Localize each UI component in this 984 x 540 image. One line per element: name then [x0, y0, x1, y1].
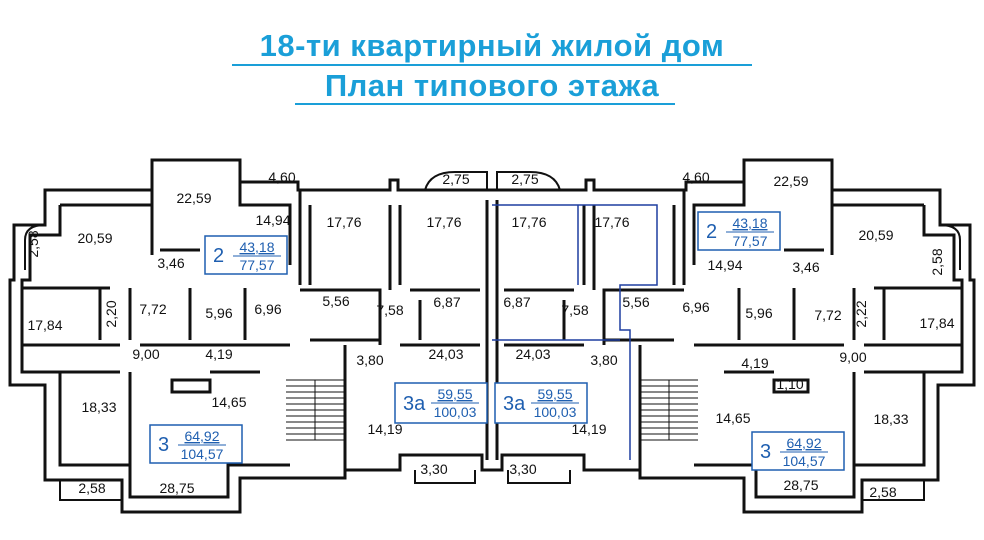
room-area-label: 6,96 [682, 299, 709, 315]
apartment-label: 2 43,18 77,57 [204, 235, 288, 275]
room-area-label: 2,58 [25, 230, 41, 257]
title-underline-2 [295, 103, 675, 105]
room-area-label: 17,76 [426, 214, 461, 230]
room-area-label: 22,59 [773, 173, 808, 189]
apartment-label: 2 43,18 77,57 [697, 211, 781, 251]
balconies [24, 171, 961, 501]
room-area-label: 5,56 [322, 293, 349, 309]
room-area-label: 7,58 [561, 302, 588, 318]
room-area-label: 4,60 [682, 169, 709, 185]
room-area-label: 3,46 [157, 255, 184, 271]
room-area-label: 6,87 [503, 294, 530, 310]
apartment-type: 3а [403, 393, 426, 415]
room-area-label: 9,00 [132, 346, 159, 362]
room-area-label: 28,75 [783, 477, 818, 493]
stairs [286, 379, 698, 441]
room-area-label: 17,76 [594, 214, 629, 230]
apartment-living-area: 59,55 [537, 386, 572, 402]
room-area-label: 17,76 [511, 214, 546, 230]
apartment-type: 2 [213, 245, 224, 267]
apartment-living-area: 64,92 [786, 435, 821, 451]
room-area-label: 20,59 [858, 227, 893, 243]
apartment-total-area: 104,57 [783, 453, 826, 469]
room-area-label: 14,94 [255, 212, 290, 228]
room-area-label: 3,46 [792, 259, 819, 275]
room-area-label: 14,65 [211, 394, 246, 410]
room-area-label: 3,30 [509, 461, 536, 477]
room-area-label: 2,58 [78, 480, 105, 496]
apartment-total-area: 100,03 [434, 404, 477, 420]
apartment-label: 3а 59,55 100,03 [494, 382, 588, 424]
room-area-label: 3,80 [356, 352, 383, 368]
room-area-label: 18,33 [873, 411, 908, 427]
room-area-label: 7,72 [139, 301, 166, 317]
room-area-label: 24,03 [515, 346, 550, 362]
room-area-label: 9,00 [839, 349, 866, 365]
room-area-label: 20,59 [77, 230, 112, 246]
highlighted-unit-outline [492, 204, 658, 460]
room-area-label: 1,10 [776, 376, 803, 392]
room-area-label: 4,19 [741, 355, 768, 371]
apartment-type: 3а [503, 393, 526, 415]
room-area-label: 5,56 [622, 294, 649, 310]
apartment-living-area: 64,92 [184, 428, 219, 444]
room-area-label: 7,58 [376, 302, 403, 318]
room-area-label: 5,96 [745, 305, 772, 321]
room-area-label: 22,59 [176, 190, 211, 206]
apartment-living-area: 59,55 [437, 386, 472, 402]
room-area-label: 4,19 [205, 346, 232, 362]
apartment-label: 3 64,92 104,57 [149, 424, 243, 464]
room-area-label: 2,22 [853, 300, 869, 327]
room-area-label: 14,19 [571, 421, 606, 437]
apartment-living-area: 43,18 [732, 215, 767, 231]
walls [8, 158, 976, 514]
apartment-living-area: 43,18 [239, 239, 274, 255]
room-area-label: 2,75 [442, 171, 469, 187]
room-area-label: 3,30 [420, 461, 447, 477]
room-area-label: 4,60 [268, 169, 295, 185]
apartment-type: 3 [760, 441, 771, 463]
room-area-label: 2,75 [511, 171, 538, 187]
apartment-total-area: 77,57 [732, 233, 767, 249]
apartment-total-area: 100,03 [534, 404, 577, 420]
room-area-label: 2,58 [869, 484, 896, 500]
room-area-label: 18,33 [81, 399, 116, 415]
room-area-label: 24,03 [428, 346, 463, 362]
room-area-label: 3,80 [590, 352, 617, 368]
room-area-label: 17,76 [326, 214, 361, 230]
room-area-label: 14,94 [707, 257, 742, 273]
room-area-label: 2,20 [103, 300, 119, 327]
apartment-label: 3 64,92 104,57 [751, 431, 845, 471]
title-line-2: План типового этажа [324, 68, 660, 103]
room-area-label: 6,96 [254, 301, 281, 317]
room-area-label: 14,19 [367, 421, 402, 437]
apartment-label: 3а 59,55 100,03 [394, 382, 488, 424]
room-area-label: 2,58 [929, 248, 945, 275]
apartment-type: 3 [158, 434, 169, 456]
apartment-type: 2 [706, 221, 717, 243]
room-area-label: 5,96 [205, 305, 232, 321]
title-line-1: 18-ти квартирный жилой дом [259, 28, 725, 63]
room-area-label: 6,87 [433, 294, 460, 310]
room-area-label: 7,72 [814, 307, 841, 323]
room-area-label: 17,84 [919, 315, 954, 331]
room-area-label: 14,65 [715, 410, 750, 426]
room-area-label: 17,84 [27, 317, 62, 333]
room-area-label: 28,75 [159, 480, 194, 496]
title-underline-1 [232, 64, 752, 66]
apartment-total-area: 104,57 [181, 446, 224, 462]
apartment-total-area: 77,57 [239, 257, 274, 273]
